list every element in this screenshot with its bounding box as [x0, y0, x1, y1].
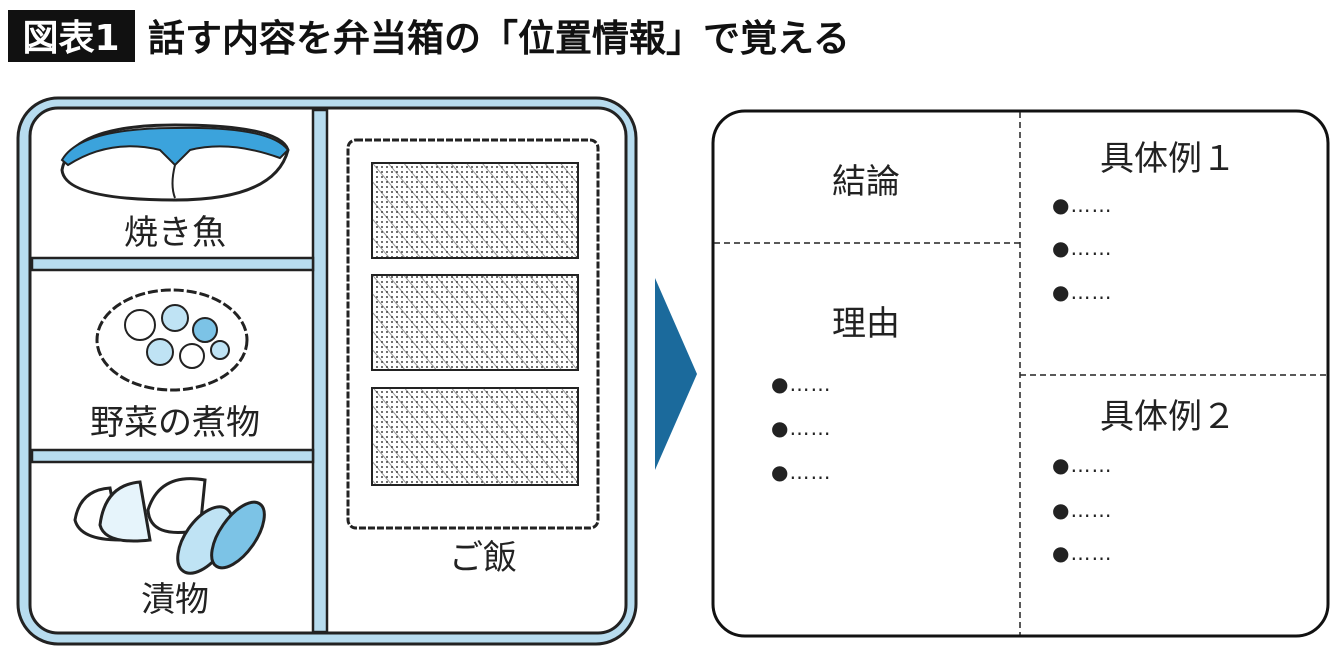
example1-label: 具体例１ — [1100, 139, 1236, 179]
example2-bullet: ●…… — [1052, 453, 1112, 477]
grilled-fish-illustration — [60, 123, 290, 202]
rice-illustration — [346, 138, 600, 530]
reason-label: 理由 — [832, 304, 900, 344]
reason-bullet: ●…… — [771, 460, 831, 484]
figure-badge-label: 図表1 — [22, 18, 119, 59]
reason-bullet: ●…… — [771, 372, 831, 396]
compartment-label-simmered-vegetables: 野菜の煮物 — [90, 403, 260, 443]
page-title: 話す内容を弁当箱の「位置情報」で覚える — [148, 17, 850, 60]
compartment-label-pickles: 漬物 — [141, 580, 209, 620]
arrow-right-icon — [655, 278, 697, 470]
speech-outline-box — [711, 109, 1330, 638]
example2-label: 具体例２ — [1100, 397, 1236, 437]
example2-bullet: ●…… — [1052, 541, 1112, 565]
example1-bullet: ●…… — [1052, 193, 1112, 217]
compartment-label-rice: ご飯 — [449, 538, 517, 578]
example1-bullet: ●…… — [1052, 280, 1112, 304]
example2-bullet: ●…… — [1052, 498, 1112, 522]
simmered-vegetables-illustration — [95, 288, 249, 392]
reason-bullet: ●…… — [771, 416, 831, 440]
pickles-illustration — [73, 477, 266, 575]
compartment-label-grilled-fish: 焼き魚 — [124, 213, 226, 253]
figure-badge — [8, 10, 135, 62]
example1-bullet: ●…… — [1052, 236, 1112, 260]
conclusion-label: 結論 — [832, 162, 900, 202]
